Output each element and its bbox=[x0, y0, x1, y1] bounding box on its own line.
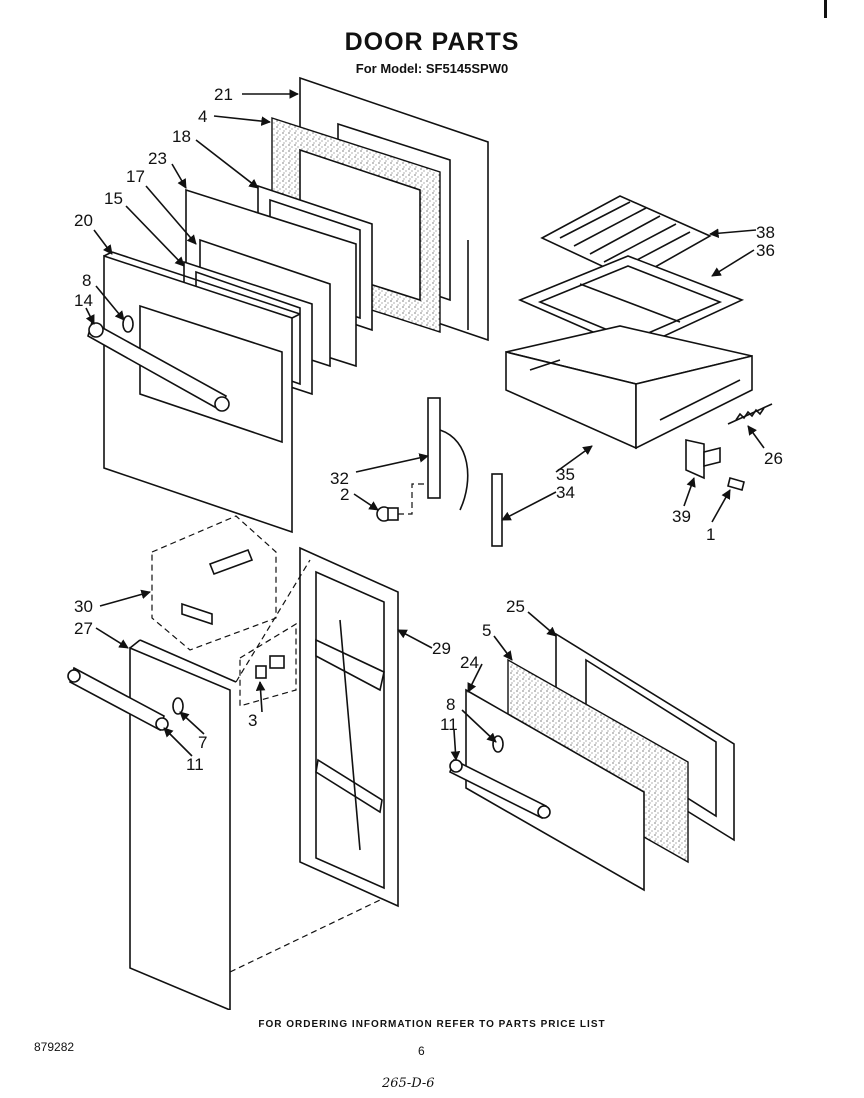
outer-panel-24 bbox=[465, 688, 645, 892]
part-label-5: 5 bbox=[482, 621, 491, 640]
bracket-39 bbox=[685, 439, 721, 480]
part-label-26: 26 bbox=[764, 449, 783, 468]
part-label-25: 25 bbox=[506, 597, 525, 616]
drawer-panel-27 bbox=[129, 639, 237, 1010]
exploded-parts-diagram: 21 4 18 23 17 15 20 8 14 38 36 32 2 35 3… bbox=[67, 76, 783, 1010]
roller-2 bbox=[376, 506, 399, 522]
model-subtitle: For Model: SF5145SPW0 bbox=[355, 61, 509, 76]
part-label-1: 1 bbox=[706, 525, 715, 544]
margin-mark bbox=[824, 0, 827, 18]
part-label-15: 15 bbox=[104, 189, 123, 208]
part-label-29: 29 bbox=[432, 639, 451, 658]
part-label-11b: 11 bbox=[440, 715, 458, 734]
part-label-39: 39 bbox=[672, 507, 691, 526]
part-label-27: 27 bbox=[74, 619, 93, 638]
spring-26 bbox=[727, 403, 773, 425]
clip-3 bbox=[239, 622, 297, 707]
part-label-14: 14 bbox=[74, 291, 93, 310]
handle-14 bbox=[87, 315, 230, 412]
hinge-32 bbox=[427, 397, 469, 511]
document-number: 879282 bbox=[34, 1040, 75, 1054]
handwritten-code: 265-D-6 bbox=[382, 1076, 435, 1091]
part-label-3: 3 bbox=[248, 711, 257, 730]
page-title: DOOR PARTS bbox=[344, 28, 520, 56]
part-label-8b: 8 bbox=[446, 695, 455, 714]
part-label-34: 34 bbox=[556, 483, 575, 502]
part-label-35: 35 bbox=[556, 465, 575, 484]
part-label-2: 2 bbox=[340, 485, 349, 504]
part-label-32: 32 bbox=[330, 469, 349, 488]
part-label-17: 17 bbox=[126, 167, 145, 186]
part-label-21: 21 bbox=[214, 85, 233, 104]
part-label-11: 11 bbox=[186, 755, 204, 774]
part-label-30: 30 bbox=[74, 597, 93, 616]
part-label-36: 36 bbox=[756, 241, 775, 260]
hinge-receiver-34 bbox=[491, 473, 503, 547]
ordering-note: FOR ORDERING INFORMATION REFER TO PARTS … bbox=[258, 1019, 606, 1030]
broiler-drawer-35 bbox=[505, 325, 753, 450]
leader-lines bbox=[85, 89, 765, 761]
part-label-7: 7 bbox=[198, 733, 207, 752]
part-label-20: 20 bbox=[74, 211, 93, 230]
part-label-18: 18 bbox=[172, 127, 191, 146]
part-label-24: 24 bbox=[460, 653, 479, 672]
part-label-38: 38 bbox=[756, 223, 775, 242]
drawer-frame-29 bbox=[299, 546, 399, 908]
handle-11b bbox=[449, 735, 551, 820]
screw-1 bbox=[727, 477, 745, 491]
latch-kit-30 bbox=[151, 515, 277, 651]
handle-11 bbox=[67, 666, 184, 732]
page-number: 6 bbox=[418, 1044, 425, 1058]
part-label-4: 4 bbox=[198, 107, 207, 126]
part-label-8: 8 bbox=[82, 271, 91, 290]
part-label-23: 23 bbox=[148, 149, 167, 168]
